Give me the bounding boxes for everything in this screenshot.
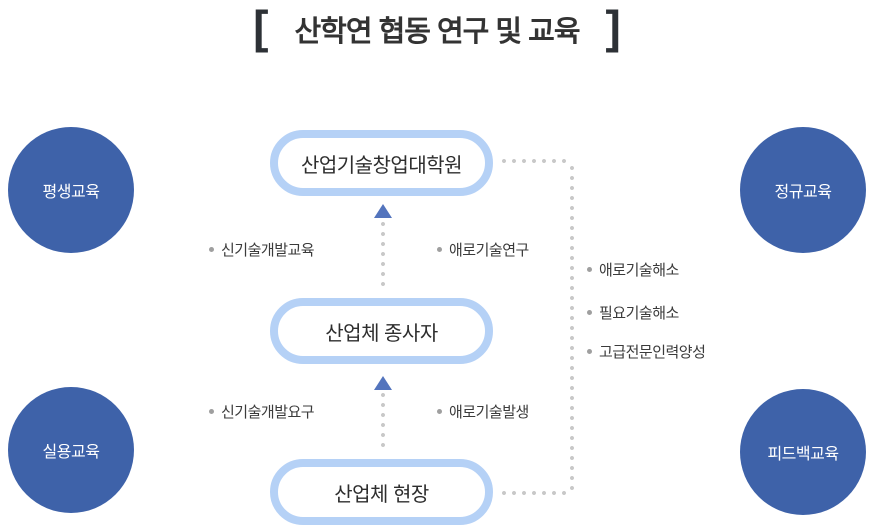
right-list-item-tech-difficulty-resolved: 애로기술해소 [587, 259, 679, 280]
dotted-arrow-line-lower [381, 393, 385, 453]
circle-label: 실용교육 [42, 444, 100, 461]
title-bracket-right: ] [605, 1, 621, 53]
bullet-icon [587, 349, 592, 354]
title-bracket-left: [ [253, 1, 269, 53]
circle-label: 평생교육 [42, 184, 100, 201]
node-label: 산업체 현장 [334, 483, 429, 506]
list-item-text: 애로기술해소 [599, 262, 679, 279]
flow-label-text: 애로기술발생 [449, 404, 529, 421]
bullet-icon [437, 409, 442, 414]
right-list-item-required-tech-resolved: 필요기술해소 [587, 302, 679, 323]
node-label: 산업기술창업대학원 [300, 154, 463, 177]
node-graduate-school: 산업기술창업대학원 [270, 130, 493, 196]
flow-label-tech-difficulty-research: 애로기술연구 [437, 239, 529, 260]
page-title: 산학연 협동 연구 및 교육 [294, 16, 580, 48]
circle-lifelong-education: 평생교육 [8, 127, 134, 253]
flow-label-text: 신기술개발요구 [221, 404, 315, 421]
right-list-item-advanced-personnel-training: 고급전문인력양성 [587, 341, 706, 362]
circle-feedback-education: 피드백교육 [740, 389, 866, 515]
circle-practical-education: 실용교육 [8, 387, 134, 513]
bullet-icon [587, 310, 592, 315]
bullet-icon [209, 409, 214, 414]
arrow-up-icon [374, 204, 392, 218]
circle-regular-education: 정규교육 [740, 127, 866, 253]
bullet-icon [437, 247, 442, 252]
dotted-connector-top [502, 159, 572, 163]
list-item-text: 고급전문인력양성 [599, 344, 706, 361]
flow-label-text: 애로기술연구 [449, 242, 529, 259]
dotted-arrow-line-upper [381, 222, 385, 288]
bullet-icon [587, 267, 592, 272]
bullet-icon [209, 247, 214, 252]
node-label: 산업체 종사자 [325, 322, 438, 345]
flow-label-new-tech-education: 신기술개발교육 [209, 239, 315, 260]
dotted-connector-bottom [502, 491, 572, 495]
dotted-connector-vertical [570, 166, 574, 492]
circle-label: 정규교육 [774, 184, 832, 201]
node-industry-workers: 산업체 종사자 [270, 298, 493, 364]
list-item-text: 필요기술해소 [599, 305, 679, 322]
diagram-title: [ 산학연 협동 연구 및 교육 ] [0, 0, 874, 58]
flow-label-new-tech-demand: 신기술개발요구 [209, 401, 315, 422]
circle-label: 피드백교육 [767, 446, 839, 463]
flow-label-tech-difficulty-occurrence: 애로기술발생 [437, 401, 529, 422]
arrow-up-icon [374, 376, 392, 390]
flow-label-text: 신기술개발교육 [221, 242, 315, 259]
node-industry-field: 산업체 현장 [270, 459, 493, 525]
